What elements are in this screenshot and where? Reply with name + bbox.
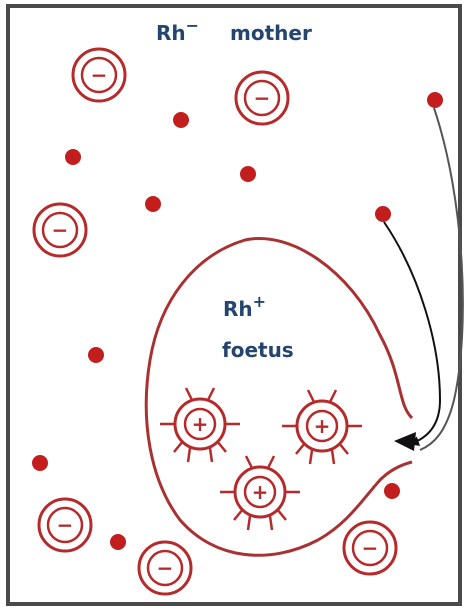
cell-sign: −	[254, 86, 271, 110]
antibody-dot	[88, 347, 104, 363]
antibody-dot	[110, 534, 126, 550]
rh-negative-cell: −	[73, 49, 125, 101]
antibody-dot	[375, 206, 391, 222]
antibody-dot	[65, 149, 81, 165]
rh-negative-cell: −	[34, 204, 86, 256]
rh-negative-cell: −	[236, 72, 288, 124]
cell-sign: −	[57, 513, 74, 537]
cell-sign: −	[362, 536, 379, 560]
foetus-rh-sign: +	[253, 292, 266, 311]
antibody-dot	[173, 112, 189, 128]
antibody-dot	[240, 166, 256, 182]
rh-negative-cell: −	[344, 522, 396, 574]
foetus-label: foetus	[222, 338, 294, 362]
rh-negative-cell: −	[139, 542, 191, 594]
cell-sign: −	[157, 556, 174, 580]
cell-sign: +	[252, 480, 269, 504]
rh-negative-cell: −	[39, 499, 91, 551]
mother-label: mother	[230, 21, 312, 45]
cell-sign: −	[91, 63, 108, 87]
cell-sign: +	[192, 412, 209, 436]
antibody-dot	[145, 196, 161, 212]
mother-rh-sign: −	[186, 16, 199, 35]
antibody-dot	[32, 455, 48, 471]
antibody-dot	[427, 92, 443, 108]
antibody-dot	[384, 483, 400, 499]
cell-sign: −	[52, 218, 69, 242]
mother-rh-label: Rh	[156, 21, 186, 45]
cell-sign: +	[314, 414, 331, 438]
foetus-rh-label: Rh	[223, 297, 253, 321]
